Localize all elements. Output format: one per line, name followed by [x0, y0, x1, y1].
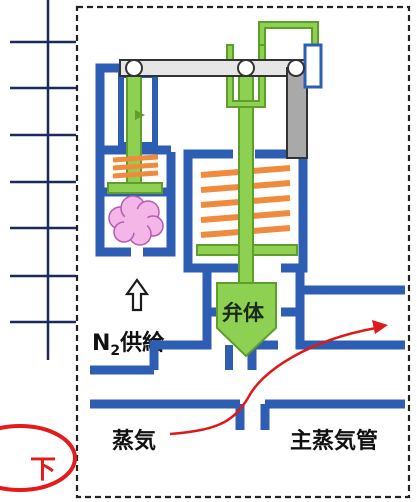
pivot-right-icon [287, 59, 305, 77]
valve-housing [90, 149, 405, 430]
nitrogen-gas-cloud [108, 195, 164, 246]
n2-subscript: 2 [110, 343, 120, 359]
pivot-left-icon [125, 59, 143, 77]
steam-flow-arrowhead-icon [372, 320, 388, 334]
dashed-frame [75, 5, 411, 499]
steam-flow-arrow [169, 326, 377, 436]
n2-supply-arrow-icon [124, 278, 150, 312]
lever-arm [119, 43, 323, 159]
valve-body-label: 弁体 [222, 301, 265, 325]
actuator-spring [112, 154, 159, 179]
left-scale [10, 0, 76, 360]
pivot-center-icon [237, 59, 255, 77]
n2-symbol: N [92, 331, 110, 356]
callout-ellipse [0, 424, 77, 492]
callout-cut-text: 下 [30, 455, 56, 485]
steam-label: 蒸気 [112, 428, 156, 454]
main-steam-pipe-label: 主蒸気管 [290, 428, 378, 454]
